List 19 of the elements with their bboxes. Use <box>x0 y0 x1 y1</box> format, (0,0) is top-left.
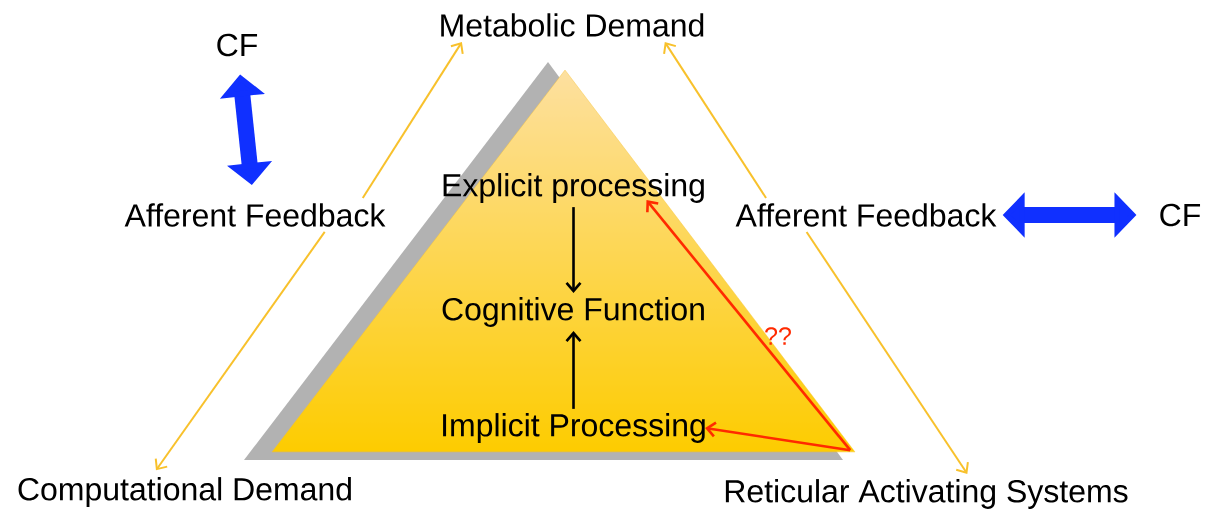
node-label: Implicit Processing <box>443 413 705 443</box>
arrow <box>565 207 582 293</box>
node-label: Afferent Feedback <box>124 203 386 227</box>
node-label: Reticular Activating Systems <box>725 479 1128 509</box>
arrow <box>705 421 851 452</box>
arrow <box>663 42 768 199</box>
edge-label: ?? <box>765 327 791 345</box>
node-label: Cognitive Function <box>442 297 704 327</box>
node-label: CF <box>1160 203 1200 227</box>
node-label: Afferent Feedback <box>735 203 997 227</box>
arrow <box>565 331 582 409</box>
arrow <box>646 200 852 451</box>
arrow <box>805 230 969 474</box>
node-label: Metabolic Demand <box>441 13 704 37</box>
arrow <box>361 42 464 199</box>
node-label: Computational Demand <box>18 477 351 507</box>
node-label: CF <box>217 33 258 57</box>
arrow <box>154 230 326 471</box>
triangle <box>244 62 856 460</box>
